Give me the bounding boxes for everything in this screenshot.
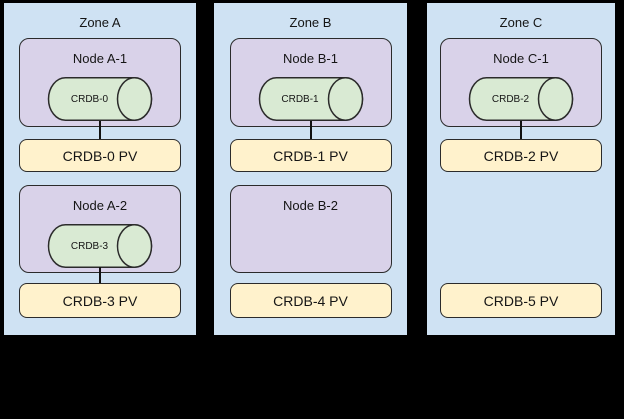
- zone-a: Zone A Node A-1 CRDB-0 CRDB-0 PV Node A-…: [2, 1, 198, 337]
- pv-crdb-1: CRDB-1 PV: [229, 139, 392, 172]
- pv-crdb-5-label: CRDB-5 PV: [483, 292, 559, 309]
- disk-crdb-3: CRDB-3: [47, 224, 153, 268]
- disk-crdb-2: CRDB-2: [468, 77, 574, 121]
- disk-crdb-1: CRDB-1: [258, 77, 363, 121]
- connector-node-a-1-to-pv: [99, 121, 101, 139]
- node-a-1-label: Node A-1: [72, 51, 128, 66]
- node-b-1-label: Node B-1: [283, 51, 338, 66]
- zone-a-label: Zone A: [79, 15, 121, 30]
- pv-crdb-0: CRDB-0 PV: [19, 139, 181, 172]
- disk-crdb-0-label: CRDB-0: [70, 93, 109, 105]
- pv-crdb-4-label: CRDB-4 PV: [273, 292, 348, 309]
- pv-crdb-2-label: CRDB-2 PV: [483, 147, 559, 164]
- cylinder-icon: [468, 77, 574, 121]
- zone-b: Zone B Node B-1 CRDB-1 CRDB-1 PV Node B-…: [212, 1, 409, 337]
- pv-crdb-0-label: CRDB-0 PV: [62, 147, 138, 164]
- pv-crdb-3-label: CRDB-3 PV: [62, 292, 138, 309]
- cylinder-icon: [258, 77, 363, 121]
- disk-crdb-2-label: CRDB-2: [491, 93, 530, 105]
- pv-crdb-2: CRDB-2 PV: [440, 139, 602, 172]
- zone-c-label: Zone C: [499, 15, 543, 30]
- node-a-2-label: Node A-2: [72, 198, 128, 213]
- cylinder-icon: [47, 224, 153, 268]
- disk-crdb-1-label: CRDB-1: [281, 93, 319, 105]
- pv-crdb-1-label: CRDB-1 PV: [273, 147, 348, 164]
- pv-crdb-5: CRDB-5 PV: [440, 283, 602, 318]
- node-b-1: Node B-1 CRDB-1: [229, 38, 392, 127]
- node-c-1-label: Node C-1: [493, 51, 549, 66]
- cylinder-icon: [47, 77, 153, 121]
- zone-b-label: Zone B: [289, 15, 332, 30]
- connector-node-b-1-to-pv: [309, 121, 312, 139]
- pv-crdb-4: CRDB-4 PV: [229, 283, 392, 318]
- connector-node-a-2-to-pv: [99, 267, 101, 283]
- connector-node-c-1-to-pv: [520, 121, 522, 139]
- pv-crdb-3: CRDB-3 PV: [19, 283, 181, 318]
- node-b-2: Node B-2: [229, 185, 392, 273]
- node-b-2-label: Node B-2: [283, 198, 338, 213]
- node-c-1: Node C-1 CRDB-2: [440, 38, 602, 127]
- disk-crdb-0: CRDB-0: [47, 77, 153, 121]
- zone-c: Zone C Node C-1 CRDB-2 CRDB-2 PV CRDB-5 …: [425, 1, 617, 337]
- node-a-2: Node A-2 CRDB-3: [19, 185, 181, 273]
- node-a-1: Node A-1 CRDB-0: [19, 38, 181, 127]
- disk-crdb-3-label: CRDB-3: [70, 240, 109, 252]
